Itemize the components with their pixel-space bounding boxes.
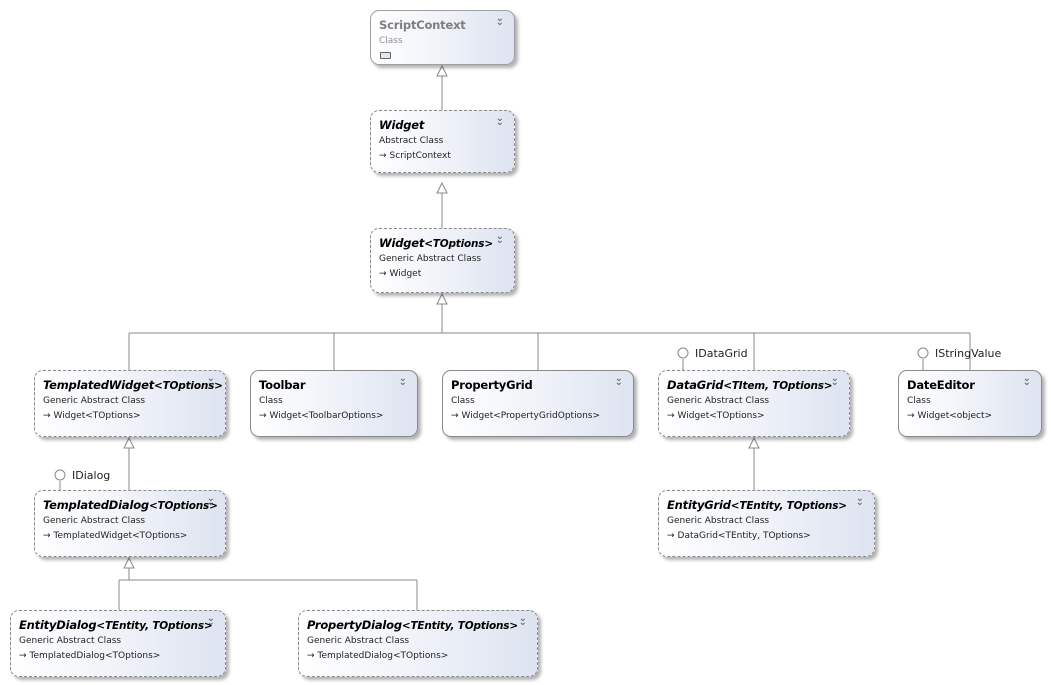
- base-class: →DataGrid<TEntity, TOptions>: [667, 531, 811, 541]
- base-class: →TemplatedWidget<TOptions>: [43, 531, 188, 541]
- class-box-scriptcontext[interactable]: ScriptContext Class ⌄⌄: [370, 10, 515, 65]
- inherit-arrowhead: [123, 436, 135, 449]
- class-box-propertydialog[interactable]: PropertyDialog<TEntity, TOptions> Generi…: [298, 610, 538, 677]
- class-name: TemplatedWidget<TOptions>: [43, 378, 223, 392]
- arrow-right-icon: →: [307, 651, 315, 661]
- base-class: →ScriptContext: [379, 151, 451, 161]
- inherit-arrowhead: [436, 292, 448, 305]
- class-kind: Class: [379, 36, 403, 46]
- arrow-right-icon: →: [667, 531, 675, 541]
- inherit-arrowhead: [436, 64, 448, 77]
- chevron-double-down-icon[interactable]: ⌄⌄: [830, 373, 839, 388]
- chevron-double-down-icon[interactable]: ⌄⌄: [206, 613, 215, 628]
- class-box-entitydialog[interactable]: EntityDialog<TEntity, TOptions> Generic …: [10, 610, 226, 677]
- chevron-double-down-icon[interactable]: ⌄⌄: [495, 13, 504, 28]
- arrow-right-icon: →: [451, 411, 459, 421]
- chevron-double-down-icon[interactable]: ⌄⌄: [1022, 373, 1031, 388]
- class-kind: Generic Abstract Class: [379, 254, 482, 264]
- arrow-right-icon: →: [259, 411, 267, 421]
- class-kind: Generic Abstract Class: [307, 636, 410, 646]
- class-name: EntityGrid<TEntity, TOptions>: [667, 498, 847, 512]
- base-class: →Widget<object>: [907, 411, 993, 421]
- inherit-arrowhead: [436, 181, 448, 194]
- lollipop-icon: [54, 469, 66, 481]
- class-kind: Class: [259, 396, 283, 406]
- interface-label-idialog: IDialog: [72, 469, 111, 482]
- base-class: →Widget<TOptions>: [667, 411, 765, 421]
- class-kind: Generic Abstract Class: [43, 396, 146, 406]
- chevron-double-down-icon[interactable]: ⌄⌄: [206, 373, 215, 388]
- class-box-toolbar[interactable]: Toolbar Class →Widget<ToolbarOptions> ⌄⌄: [250, 370, 418, 437]
- interface-label-istringvalue: IStringValue: [935, 347, 1002, 360]
- base-class: →Widget<TOptions>: [43, 411, 141, 421]
- class-name: Widget: [379, 118, 425, 132]
- chevron-double-down-icon[interactable]: ⌄⌄: [398, 373, 407, 388]
- class-box-dateeditor[interactable]: DateEditor Class →Widget<object> ⌄⌄: [898, 370, 1042, 437]
- inherit-arrowhead: [748, 436, 760, 449]
- lollipop-icon: [917, 347, 929, 359]
- class-box-widget[interactable]: Widget Abstract Class →ScriptContext ⌄⌄: [370, 110, 515, 173]
- class-kind: Generic Abstract Class: [667, 396, 770, 406]
- arrow-right-icon: →: [43, 531, 51, 541]
- class-kind: Generic Abstract Class: [667, 516, 770, 526]
- class-name: DataGrid<TItem, TOptions>: [667, 378, 833, 392]
- chevron-double-down-icon[interactable]: ⌄⌄: [518, 613, 527, 628]
- inherit-arrowhead: [123, 556, 135, 569]
- class-kind: Generic Abstract Class: [19, 636, 122, 646]
- base-class: →TemplatedDialog<TOptions>: [307, 651, 449, 661]
- class-kind: Abstract Class: [379, 136, 444, 146]
- base-class: →Widget<PropertyGridOptions>: [451, 411, 601, 421]
- class-name: PropertyGrid: [451, 378, 533, 392]
- chevron-double-down-icon[interactable]: ⌄⌄: [614, 373, 623, 388]
- class-box-entitygrid[interactable]: EntityGrid<TEntity, TOptions> Generic Ab…: [658, 490, 875, 557]
- class-box-widget-generic[interactable]: Widget<TOptions> Generic Abstract Class …: [370, 228, 515, 293]
- chevron-double-down-icon[interactable]: ⌄⌄: [855, 493, 864, 508]
- class-box-datagrid[interactable]: DataGrid<TItem, TOptions> Generic Abstra…: [658, 370, 850, 437]
- class-name: PropertyDialog<TEntity, TOptions>: [307, 618, 518, 632]
- arrow-right-icon: →: [667, 411, 675, 421]
- lollipop-icon: [677, 347, 689, 359]
- base-class: →Widget<ToolbarOptions>: [259, 411, 384, 421]
- interface-label-idatagrid: IDataGrid: [695, 347, 748, 360]
- arrow-right-icon: →: [907, 411, 915, 421]
- arrow-right-icon: →: [379, 269, 387, 279]
- arrow-right-icon: →: [43, 411, 51, 421]
- arrow-right-icon: →: [379, 151, 387, 161]
- arrow-right-icon: →: [19, 651, 27, 661]
- class-box-propertygrid[interactable]: PropertyGrid Class →Widget<PropertyGridO…: [442, 370, 634, 437]
- base-class: →TemplatedDialog<TOptions>: [19, 651, 161, 661]
- class-name: EntityDialog<TEntity, TOptions>: [19, 618, 213, 632]
- base-class: →Widget: [379, 269, 422, 279]
- class-name: TemplatedDialog<TOptions>: [43, 498, 218, 512]
- class-name: Widget<TOptions>: [379, 236, 493, 250]
- class-kind: Generic Abstract Class: [43, 516, 146, 526]
- chevron-double-down-icon[interactable]: ⌄⌄: [495, 113, 504, 128]
- class-box-templatedwidget[interactable]: TemplatedWidget<TOptions> Generic Abstra…: [34, 370, 226, 437]
- class-icon: [380, 52, 391, 59]
- class-kind: Class: [451, 396, 475, 406]
- class-name: Toolbar: [259, 378, 306, 392]
- class-box-templateddialog[interactable]: TemplatedDialog<TOptions> Generic Abstra…: [34, 490, 226, 557]
- class-name: DateEditor: [907, 378, 975, 392]
- chevron-double-down-icon[interactable]: ⌄⌄: [206, 493, 215, 508]
- class-kind: Class: [907, 396, 931, 406]
- class-name: ScriptContext: [379, 18, 466, 32]
- chevron-double-down-icon[interactable]: ⌄⌄: [495, 231, 504, 246]
